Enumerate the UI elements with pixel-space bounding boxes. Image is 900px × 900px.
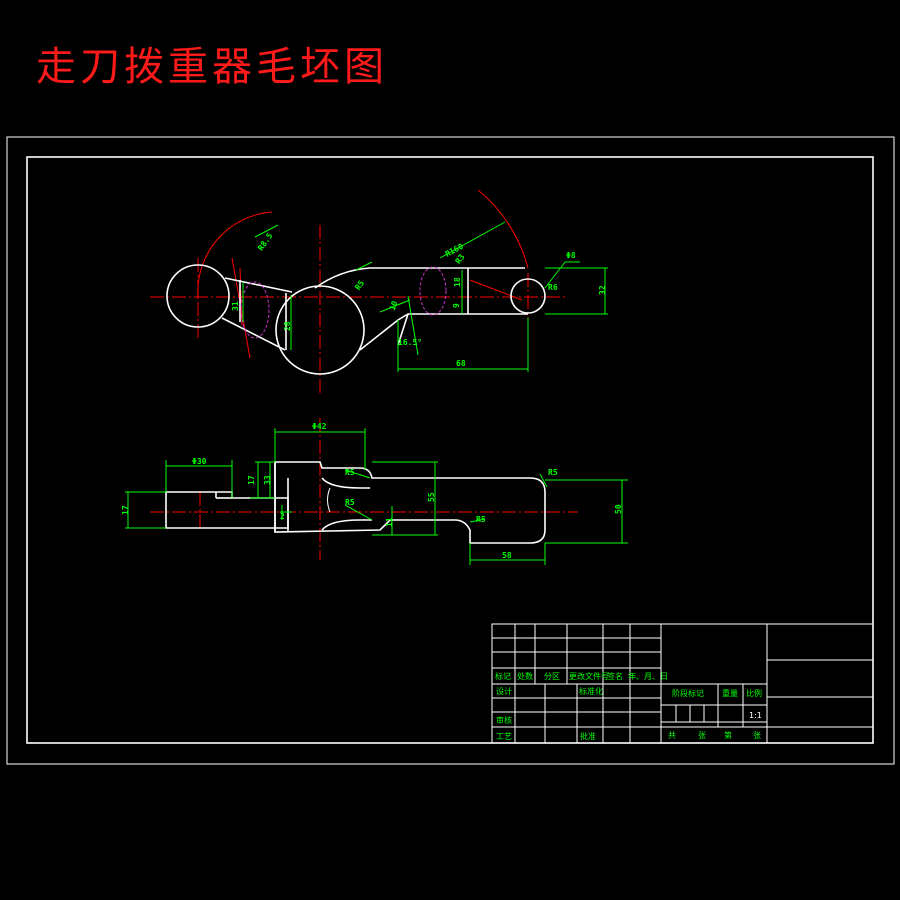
central-boss (275, 285, 365, 375)
tb-count: 处数 (517, 671, 533, 681)
tb-total: 共 (668, 731, 676, 740)
tb-zone: 分区 (544, 672, 560, 681)
dim-17: 17 (247, 475, 256, 485)
dim-55: 55 (427, 492, 436, 502)
tb-standardize: 标准化 (579, 686, 603, 696)
tb-sign: 签名 (607, 671, 623, 681)
tb-date: 年、月、日 (628, 671, 668, 681)
tb-design: 设计 (496, 686, 512, 696)
dim-50: 50 (614, 504, 623, 514)
right-boss (510, 278, 546, 314)
dim-31: 31 (231, 301, 240, 311)
tb-change-doc: 更改文件号 (569, 671, 609, 681)
top-view: R8.5 31 28 R5 R160 10 16.5° 68 Φ8 32 18 … (150, 189, 608, 395)
tb-scale: 比例 (746, 688, 762, 698)
tb-process: 工艺 (496, 732, 512, 741)
tb-sheet-no: 第 (724, 730, 732, 740)
dim-33: 33 (263, 475, 272, 485)
tb-approve: 批准 (580, 731, 596, 741)
dim-r5-d: R5 (476, 515, 486, 524)
dim-r5-a: R5 (345, 468, 355, 477)
drawing-title: 走刀拨重器毛坯图 (36, 44, 388, 90)
dim-phi42: Φ42 (312, 422, 327, 431)
tb-review: 审核 (496, 715, 512, 725)
tb-unit: 张 (698, 731, 706, 740)
dim-9: 9 (452, 303, 461, 308)
tb-stage-mark: 阶段标记 (672, 688, 704, 698)
dim-68: 68 (456, 359, 466, 368)
dim-r6: R6 (548, 283, 558, 292)
dim-58: 58 (502, 551, 512, 560)
tb-weight: 重量 (722, 688, 738, 698)
tb-scale-value: 1:1 (749, 711, 762, 720)
side-body (274, 461, 546, 544)
dim-18: 18 (453, 277, 462, 287)
dim-phi30: Φ30 (192, 457, 207, 466)
outer-frame (6, 136, 895, 765)
dim-2: 2 (280, 512, 285, 521)
tb-unit2: 张 (753, 731, 761, 740)
dim-11: 11 (385, 517, 394, 527)
dim-r5-c: R5 (548, 468, 558, 477)
dim-r5-b: R5 (345, 498, 355, 507)
dim-phi8: Φ8 (566, 251, 576, 260)
dim-32: 32 (598, 285, 607, 295)
title-block: 标记 处数 分区 更改文件号 签名 年、月、日 设计 标准化 审核 工艺 批准 … (491, 623, 874, 744)
dim-10: 10 (388, 300, 400, 312)
dim-r5-top: R5 (353, 279, 366, 292)
inner-frame (26, 156, 874, 744)
dim-angle: 16.5° (398, 338, 422, 347)
dim-17-left: 17 (121, 505, 130, 515)
tb-mark: 标记 (495, 671, 511, 681)
side-view: Φ42 Φ30 17 33 17 R5 R5 R5 55 11 2 R5 58 … (121, 418, 628, 565)
dim-28: 28 (283, 321, 292, 331)
left-boss (166, 264, 230, 328)
